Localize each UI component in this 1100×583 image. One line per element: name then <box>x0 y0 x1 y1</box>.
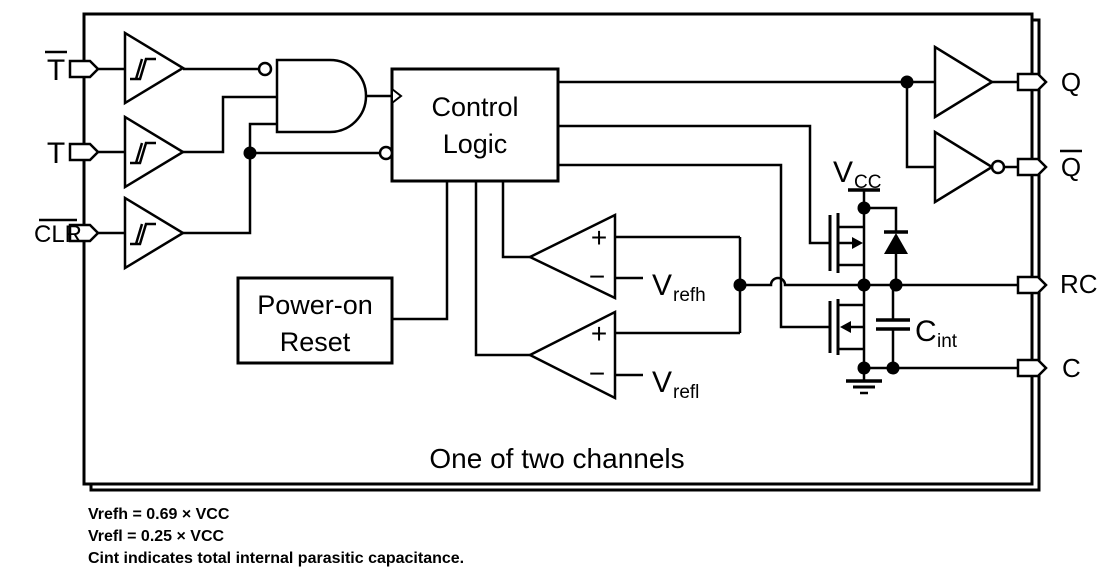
wire-nmos-gate <box>558 163 830 329</box>
pmos-transistor <box>828 213 864 273</box>
junction-dot <box>889 278 903 292</box>
control-logic-label-1: Control <box>431 92 518 122</box>
pin-label-tbar: T <box>47 54 65 87</box>
schmitt-hysteresis-icon <box>130 141 156 165</box>
wire-comp-low-out <box>474 181 530 357</box>
pin-c <box>1016 358 1048 378</box>
pin-clr <box>68 223 100 243</box>
pin-label-clr: CLR <box>34 221 82 248</box>
ground-icon <box>846 379 882 395</box>
vrefh-label: V <box>652 269 672 302</box>
power-on-reset-box <box>236 276 394 365</box>
note-cint: Cint indicates total internal parasitic … <box>88 550 464 567</box>
pin-tbar <box>68 59 100 79</box>
cint-capacitor: C int <box>876 315 958 352</box>
inverter-bubble-icon <box>378 145 394 161</box>
edge-trigger-icon <box>391 86 403 106</box>
pin-rc <box>1016 275 1048 295</box>
vrefl-subscript: refl <box>673 382 699 403</box>
pin-label-t: T <box>47 137 65 170</box>
wire-clr-up <box>183 153 252 235</box>
pin-label-qbar: Q <box>1061 152 1081 182</box>
vcc-label: V <box>833 156 853 189</box>
schmitt-buffer-tbar <box>123 30 186 106</box>
comparator-minus-label: − <box>589 261 605 292</box>
wires <box>98 67 1018 381</box>
control-logic-label-2: Logic <box>443 129 508 159</box>
nmos-arms <box>838 303 864 351</box>
junction-dot <box>900 75 914 89</box>
junction-dot <box>243 146 257 160</box>
vrefl-label: V <box>652 366 672 399</box>
inverter-bubble-icon <box>257 61 273 77</box>
pin-t <box>68 142 100 162</box>
q-output-buffer <box>933 44 995 120</box>
wire-pmos-gate <box>558 124 830 245</box>
comparator-minus-label: − <box>589 358 605 389</box>
comparator-low <box>527 309 617 401</box>
pin-label-q: Q <box>1061 67 1081 97</box>
vcc-subscript: CC <box>854 172 881 193</box>
schmitt-hysteresis-icon <box>130 57 156 81</box>
pin-label-rc: RC <box>1060 269 1098 299</box>
junction-dot <box>886 361 900 375</box>
pin-qbar <box>1016 157 1048 177</box>
schmitt-buffer-clr <box>123 195 186 271</box>
schmitt-buffer-t <box>123 114 186 190</box>
comparator-plus-label: + <box>591 318 607 349</box>
junction-dots <box>243 75 914 375</box>
wire-t-to-nand <box>183 95 277 154</box>
pin-q <box>1016 72 1048 92</box>
footnotes: Vrefh = 0.69 × VCC Vrefl = 0.25 × VCC Ci… <box>88 506 464 567</box>
and-gate <box>275 58 368 134</box>
wire-por-to-control <box>392 181 449 321</box>
cint-label: C <box>915 315 937 348</box>
diode-anode-triangle <box>884 233 908 254</box>
vrefh-subscript: refh <box>673 285 706 306</box>
wire-clr-to-nand <box>248 122 277 153</box>
pmos-body-arrow-icon <box>852 237 863 249</box>
por-label-2: Reset <box>280 327 351 357</box>
comparator-high <box>527 212 617 300</box>
diagram-caption: One of two channels <box>429 443 684 474</box>
wire-qbar-buffer-in <box>905 82 935 169</box>
clamp-diode <box>884 230 908 254</box>
schmitt-hysteresis-icon <box>130 222 156 246</box>
nmos-body-arrow-icon <box>840 321 851 333</box>
note-vrefh: Vrefh = 0.69 × VCC <box>88 506 230 523</box>
schmitt-buffers <box>123 30 186 271</box>
junction-dot <box>733 278 747 292</box>
cint-subscript: int <box>937 331 958 352</box>
note-vrefl: Vrefl = 0.25 × VCC <box>88 528 225 545</box>
pmos-arms <box>838 225 864 267</box>
wire-comp-high-out <box>501 181 530 259</box>
pin-labels: T T CLR Q Q RC C <box>34 50 1098 383</box>
qbar-output-inverter <box>933 129 995 205</box>
wire-diode-top <box>864 206 898 232</box>
pins <box>68 59 1048 378</box>
inverter-bubble-icon <box>990 159 1006 175</box>
junction-dot <box>857 361 871 375</box>
pin-label-c: C <box>1062 353 1081 383</box>
control-logic-box <box>390 67 560 183</box>
junction-dot <box>857 278 871 292</box>
junction-dot <box>857 201 871 215</box>
comparators: + − + − V refh V refl <box>527 212 706 403</box>
nmos-transistor <box>828 299 864 355</box>
por-label-1: Power-on <box>257 290 373 320</box>
wire-rc-node <box>740 276 1018 287</box>
comparator-plus-label: + <box>591 222 607 253</box>
